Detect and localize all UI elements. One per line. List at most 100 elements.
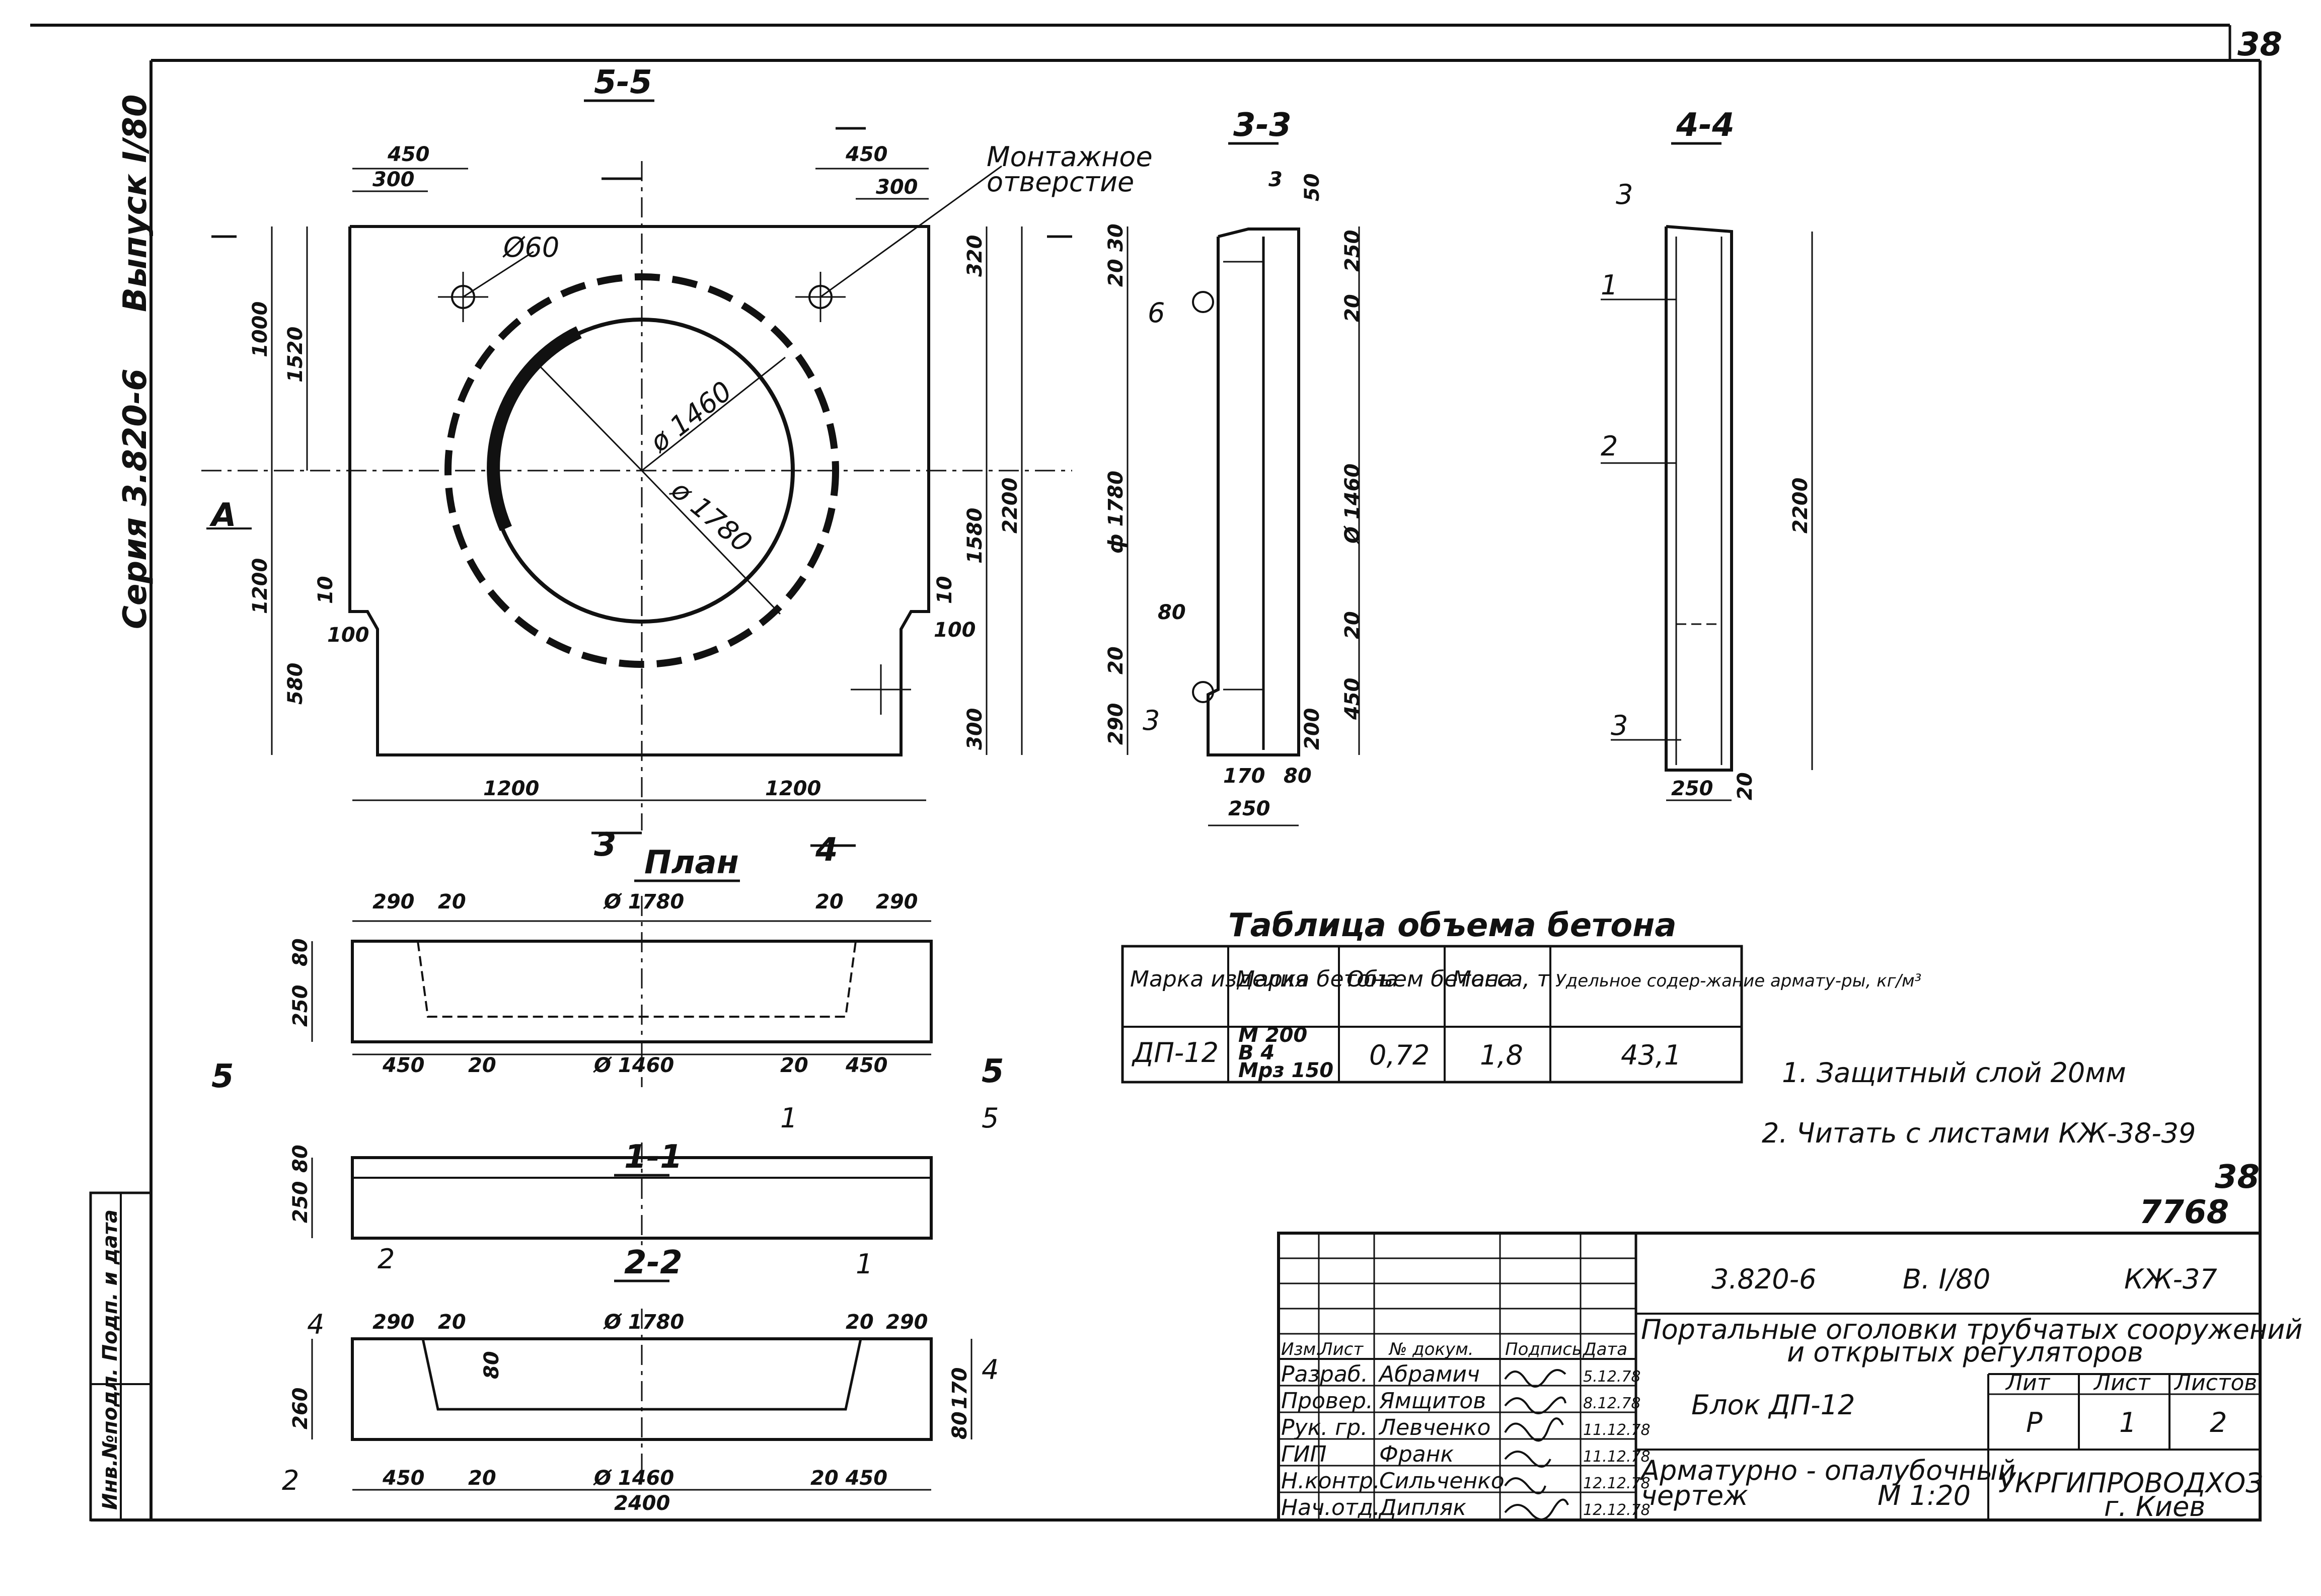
section-2-2-dim-1780: Ø 1780 xyxy=(603,1311,684,1334)
stamp-name-group-lead: Левченко xyxy=(1378,1415,1490,1440)
marker-4-4-3b: 3 xyxy=(1611,710,1628,741)
section-1-1-marker-1: 1 xyxy=(780,1102,797,1134)
stamp-issue: В. I/80 xyxy=(1903,1263,1990,1295)
outer-diameter-label: ø 1780 xyxy=(665,474,758,559)
stamp-lit-header: Лит xyxy=(2005,1370,2051,1396)
section-2-2-dim-290-left: 290 xyxy=(372,1311,415,1334)
section-2-2-dim-20-bl: 20 xyxy=(468,1467,496,1490)
dim-100-right: 100 xyxy=(934,619,976,642)
inner-diameter-label: ø 1460 xyxy=(643,375,737,459)
plan-dim-250: 250 xyxy=(289,985,312,1027)
stamp-title-line-2: и открытых регуляторов xyxy=(1787,1336,2143,1368)
concrete-table xyxy=(1121,945,1743,1084)
signature-scribbles xyxy=(1504,1369,1569,1521)
note-2: 2. Читать с листами КЖ-38-39 xyxy=(1762,1117,2196,1149)
table-cell-grade-1: М 200 xyxy=(1238,1024,1307,1047)
stamp-col-signature: Подпись xyxy=(1505,1339,1582,1359)
section-5-5: 5-5 xyxy=(201,64,1072,847)
plan-dim-20-right: 20 xyxy=(815,890,844,914)
section-2-2-dim-290-right: 290 xyxy=(886,1311,928,1334)
plan-dim-290-right: 290 xyxy=(876,890,918,914)
plan-dim-1460: Ø 1460 xyxy=(593,1054,674,1077)
view-arrow-a: A xyxy=(209,497,237,534)
plan-section-mark-5-right: 5 xyxy=(982,1053,1004,1090)
stamp-date-norm-control: 12.12.78 xyxy=(1583,1475,1651,1492)
section-2-2-dim-1460: Ø 1460 xyxy=(593,1467,674,1490)
dim-1580: 1580 xyxy=(963,508,987,564)
stamp-city: г. Киев xyxy=(2104,1491,2205,1523)
plan-dim-20-left: 20 xyxy=(438,890,466,914)
section-4-4-title: 4-4 xyxy=(1676,107,1735,144)
stamp-role-developer: Разраб. xyxy=(1281,1361,1368,1387)
stamp-name-developer: Абрамич xyxy=(1378,1361,1480,1387)
section-5-5-title: 5-5 xyxy=(594,64,652,101)
stamp-role-group-lead: Рук. гр. xyxy=(1281,1415,1368,1440)
stamp-block-name: Блок ДП-12 xyxy=(1691,1389,1855,1421)
dim-3-3-80a: 80 xyxy=(1158,601,1186,624)
table-cell-grade-2: В 4 xyxy=(1238,1041,1275,1065)
stamp-name-chief-engineer: Франк xyxy=(1379,1441,1454,1467)
plan-view: План xyxy=(311,844,933,1087)
section-2-2-dim-80b: 80 xyxy=(948,1411,971,1439)
series-label: Серия 3.820-6 xyxy=(117,368,154,629)
title-block xyxy=(1277,1232,2262,1522)
dim-2200: 2200 xyxy=(999,478,1022,534)
marker-4-4-3a: 3 xyxy=(1616,179,1633,210)
dim-3-3-1460: Ø 1460 xyxy=(1341,464,1364,545)
section-2-2-title: 2-2 xyxy=(624,1244,683,1281)
plan-section-mark-5-left: 5 xyxy=(211,1058,234,1095)
stamp-sheets-value: 2 xyxy=(2210,1407,2227,1438)
stamp-date-dept-head: 12.12.78 xyxy=(1583,1501,1651,1519)
dim-450-right: 450 xyxy=(845,143,888,166)
dim-1200: 1200 xyxy=(249,558,272,614)
stamp-drawing-type-2: чертеж xyxy=(1641,1480,1748,1511)
stamp-sheet-code: КЖ-37 xyxy=(2124,1263,2217,1295)
stamp-date-checker: 8.12.78 xyxy=(1583,1395,1641,1412)
archive-number: 7768 xyxy=(2139,1194,2229,1231)
stamp-sheets-header: Листов xyxy=(2174,1370,2257,1396)
stamp-sheet-value: 1 xyxy=(2119,1407,2136,1438)
hole-diameter-label: Ø60 xyxy=(502,232,559,263)
plan-section-mark-3: 3 xyxy=(594,826,617,864)
section-3-3: 3-3 xyxy=(1127,107,1360,826)
plan-dim-1780: Ø 1780 xyxy=(603,890,684,914)
table-header-concrete-grade: Марка бетона xyxy=(1236,966,1398,992)
dim-450-left: 450 xyxy=(387,143,430,166)
dim-100-left: 100 xyxy=(327,624,369,647)
dim-3-3-3: 3 xyxy=(1268,168,1283,191)
plan-dim-290-left: 290 xyxy=(372,890,415,914)
dim-4-4-250: 250 xyxy=(1671,777,1713,800)
stamp-date-developer: 5.12.78 xyxy=(1583,1368,1641,1386)
dim-300-bottom: 300 xyxy=(963,708,987,750)
stamp-date-chief-engineer: 11.12.78 xyxy=(1583,1448,1651,1466)
table-cell-volume: 0,72 xyxy=(1369,1039,1430,1071)
dim-3-3-1780: ф 1780 xyxy=(1104,471,1128,554)
section-2-2-marker-2: 2 xyxy=(282,1465,299,1496)
sheet-number: 38 xyxy=(2237,26,2282,63)
dim-1000: 1000 xyxy=(249,301,272,357)
stamp-col-doc: № докум. xyxy=(1388,1339,1474,1359)
section-2-2-marker-1: 1 xyxy=(856,1248,873,1280)
stamp-date-group-lead: 11.12.78 xyxy=(1583,1421,1651,1439)
stamp-role-dept-head: Нач.отд. xyxy=(1281,1495,1380,1521)
dim-3-3-290: 290 xyxy=(1104,703,1128,745)
stamp-role-norm-control: Н.контр. xyxy=(1281,1468,1380,1494)
dim-3-3-50: 50 xyxy=(1301,173,1324,201)
montage-hole-label: Монтажное xyxy=(987,141,1153,173)
dim-300-right: 300 xyxy=(876,176,918,199)
stamp-role-chief-engineer: ГИП xyxy=(1281,1441,1327,1467)
table-header-mass: Масса, т xyxy=(1452,966,1550,992)
table-cell-mass: 1,8 xyxy=(1480,1039,1523,1071)
concrete-table-title: Таблица объема бетона xyxy=(1228,907,1677,944)
section-2-2-marker-4-left: 4 xyxy=(307,1309,324,1340)
dim-3-3-80b: 80 xyxy=(1284,765,1312,788)
section-2-2-dim-260: 260 xyxy=(289,1388,312,1430)
plan-dim-450-right: 450 xyxy=(845,1054,888,1077)
marker-4-4-1: 1 xyxy=(1601,269,1618,301)
plan-title: План xyxy=(644,844,739,881)
stamp-title-line-1: Портальные оголовки трубчатых сооружений xyxy=(1641,1314,2302,1345)
dim-3-3-450: 450 xyxy=(1341,678,1364,721)
stamp-col-date: Дата xyxy=(1582,1339,1627,1359)
section-1-1-marker-2: 2 xyxy=(378,1243,395,1275)
dim-3-3-170: 170 xyxy=(1223,765,1265,788)
